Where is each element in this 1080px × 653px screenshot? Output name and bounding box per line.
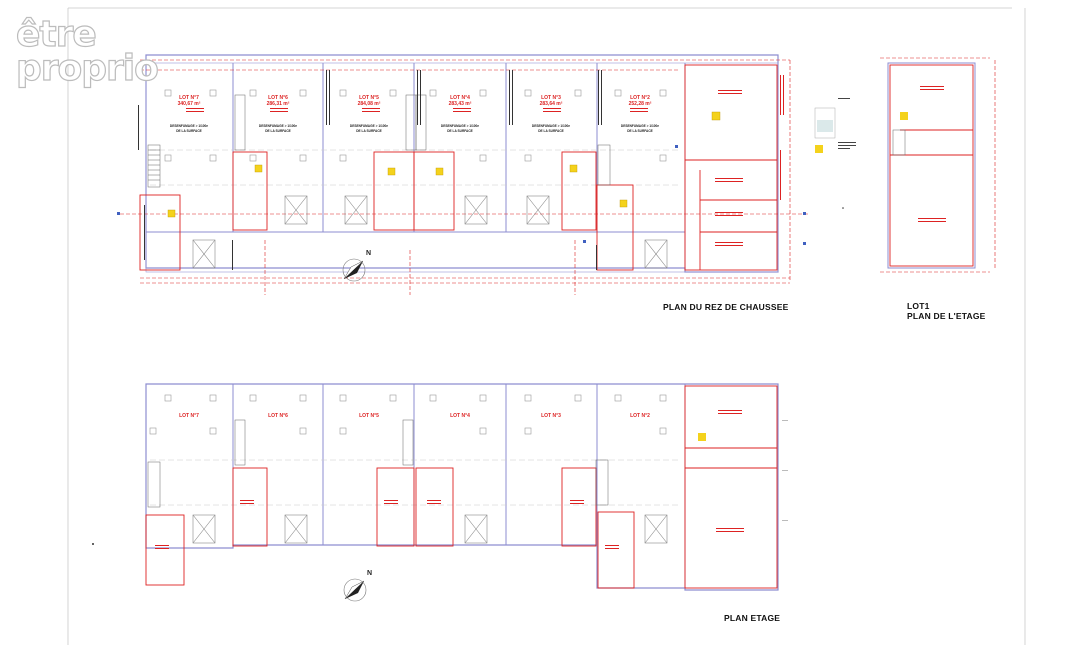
lot-label: LOT N°4 xyxy=(450,95,470,101)
lot-label: LOT N°5 xyxy=(359,95,379,101)
upper-lot-5: LOT N°5 xyxy=(359,413,379,419)
lot-area: 340,67 m² xyxy=(177,101,201,107)
upper-lot-2: LOT N°2 xyxy=(630,413,650,419)
lot1-upper-floor-plan xyxy=(880,57,996,273)
lot-note: DESENFUMAGE > 1/100e xyxy=(620,124,660,128)
compass-n-label-upper: N xyxy=(367,570,373,577)
lot-note: DE LA SURFACE xyxy=(447,129,473,133)
watermark-line-1: être xyxy=(15,14,97,55)
lot-note: DESENFUMAGE > 1/100e xyxy=(349,124,389,128)
watermark-logo: être proprio xyxy=(15,14,159,90)
lot-note: DE LA SURFACE xyxy=(176,129,202,133)
lot-area: 283,43 m² xyxy=(448,101,472,107)
lot-note: DE LA SURFACE xyxy=(538,129,564,133)
legend-block xyxy=(814,98,856,153)
upper-lot-4: LOT N°4 xyxy=(450,413,470,419)
lot-label: LOT N°3 xyxy=(541,95,561,101)
lot-label: LOT N°2 xyxy=(630,95,650,101)
lot-note: DE LA SURFACE xyxy=(356,129,382,133)
lot-area: 252,28 m² xyxy=(628,101,652,107)
compass-n-label: N xyxy=(366,250,372,257)
ground-floor-title: PLAN DU REZ DE CHAUSSEE xyxy=(663,302,789,312)
lot-note: DESENFUMAGE > 1/100e xyxy=(258,124,298,128)
lot1-title-line-2: PLAN DE L'ETAGE xyxy=(907,311,986,321)
lot-note: DESENFUMAGE > 1/100e xyxy=(440,124,480,128)
compass-icon-upper xyxy=(343,578,367,602)
lot-area: 283,64 m² xyxy=(539,101,563,107)
lot-area: 284,08 m² xyxy=(357,101,381,107)
lot-note: DE LA SURFACE xyxy=(627,129,653,133)
watermark-line-2: proprio xyxy=(15,48,159,90)
lot-label: LOT N°7 xyxy=(179,95,199,101)
compass-icon xyxy=(342,258,366,282)
upper-floor-title: PLAN ETAGE xyxy=(724,613,781,623)
lot-area: 286,31 m² xyxy=(266,101,290,107)
lot-label: LOT N°6 xyxy=(268,95,288,101)
lot-note: DESENFUMAGE > 1/100e xyxy=(531,124,571,128)
lot-note: DESENFUMAGE > 1/100e xyxy=(169,124,209,128)
drawing-frame xyxy=(67,7,1026,645)
upper-lot-3: LOT N°3 xyxy=(541,413,561,419)
upper-floor-plan xyxy=(145,383,788,591)
lot-note: DE LA SURFACE xyxy=(265,129,291,133)
lot1-title-line-1: LOT1 xyxy=(907,301,930,311)
upper-lot-6: LOT N°6 xyxy=(268,413,288,419)
upper-lot-7: LOT N°7 xyxy=(179,413,199,419)
ground-floor-plan xyxy=(117,54,810,295)
